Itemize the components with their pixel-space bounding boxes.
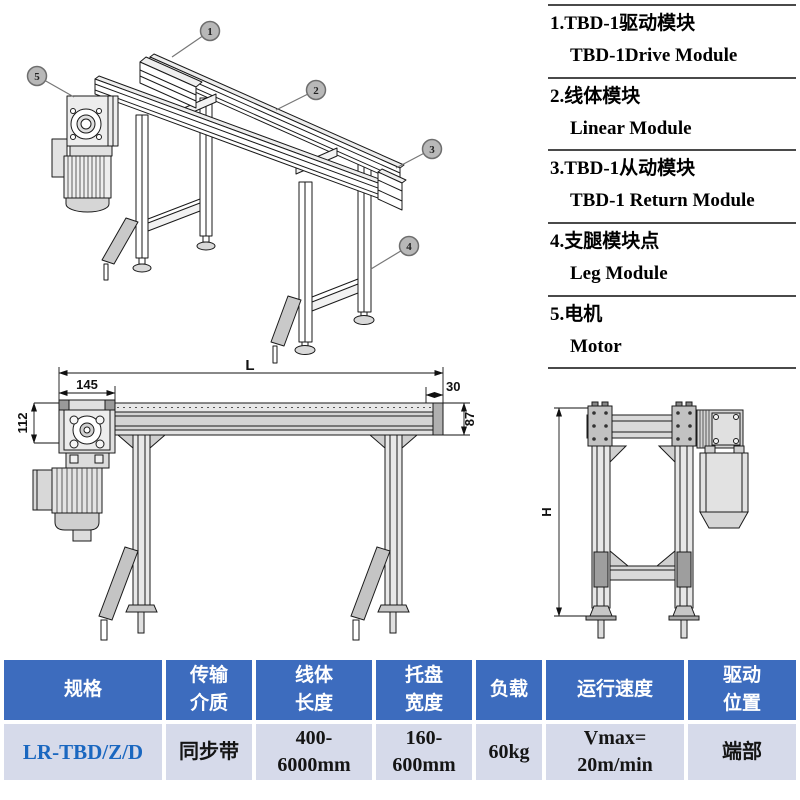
dim-label-112: 112 bbox=[15, 413, 30, 434]
callout-3: 3 bbox=[429, 144, 435, 156]
side-motor bbox=[696, 409, 749, 529]
header-medium: 传输 介质 bbox=[166, 660, 252, 720]
drive-head bbox=[58, 399, 116, 454]
cell-speed: Vmax= 20m/min bbox=[546, 724, 684, 780]
return-module-block bbox=[377, 168, 407, 211]
side-dimensions bbox=[554, 407, 590, 617]
legend-item-2-zh: 2.线体模块 bbox=[550, 85, 641, 107]
spec-header-row: 规格 传输 介质 线体 长度 托盘 宽度 负载 运行速度 驱动 位置 bbox=[4, 660, 796, 720]
side-view-drawing: H bbox=[540, 401, 749, 639]
dim-label-H: H bbox=[540, 507, 554, 516]
dim-label-30: 30 bbox=[446, 379, 460, 394]
front-view-drawing: L 145 112 30 87 bbox=[15, 360, 477, 641]
callout-5: 5 bbox=[34, 71, 40, 83]
cell-load: 60kg bbox=[476, 724, 542, 780]
legend-item-4-en: Leg Module bbox=[570, 262, 668, 284]
cell-spec-model: LR-TBD/Z/D bbox=[4, 724, 162, 780]
side-feet bbox=[585, 605, 700, 639]
legend-item-1: 1.TBD-1驱动模块 TBD-1Drive Module bbox=[548, 6, 796, 79]
header-load: 负载 bbox=[476, 660, 542, 720]
legend-item-2-en: Linear Module bbox=[570, 117, 692, 139]
motor-assembly bbox=[51, 95, 119, 213]
legend-item-3-zh: 3.TBD-1从动模块 bbox=[550, 158, 696, 180]
callout-balloons bbox=[26, 20, 443, 257]
header-drive-position: 驱动 位置 bbox=[688, 660, 796, 720]
cell-medium: 同步带 bbox=[166, 724, 252, 780]
legend-item-5-zh: 5.电机 bbox=[550, 303, 603, 325]
dim-label-145: 145 bbox=[76, 377, 98, 392]
legend-item-5-en: Motor bbox=[570, 335, 622, 357]
header-speed: 运行速度 bbox=[546, 660, 684, 720]
legend-item-1-en: TBD-1Drive Module bbox=[570, 44, 738, 66]
callout-1: 1 bbox=[207, 26, 213, 38]
parts-legend: 1.TBD-1驱动模块 TBD-1Drive Module 2.线体模块 Lin… bbox=[548, 4, 796, 370]
side-legs bbox=[591, 445, 694, 609]
legend-item-3: 3.TBD-1从动模块 TBD-1 Return Module bbox=[548, 151, 796, 225]
header-pallet-width: 托盘 宽度 bbox=[376, 660, 472, 720]
leg-frame-front bbox=[101, 114, 359, 364]
callout-4: 4 bbox=[406, 241, 412, 253]
legend-item-4-zh: 4.支腿模块点 bbox=[550, 231, 660, 253]
side-top-module bbox=[586, 401, 698, 447]
front-legs bbox=[98, 434, 419, 641]
spec-data-row: LR-TBD/Z/D 同步带 400- 6000mm 160- 600mm 60… bbox=[4, 724, 796, 780]
conveyor-beam bbox=[114, 402, 444, 436]
cell-pallet-width: 160- 600mm bbox=[376, 724, 472, 780]
drive-module-block bbox=[139, 56, 203, 109]
legend-item-4: 4.支腿模块点 Leg Module bbox=[548, 224, 796, 297]
legend-item-1-zh: 1.TBD-1驱动模块 bbox=[550, 13, 696, 34]
callout-2: 2 bbox=[313, 85, 319, 97]
dim-label-L: L bbox=[245, 360, 254, 374]
front-rail bbox=[94, 75, 402, 206]
dim-label-87: 87 bbox=[462, 412, 477, 426]
front-dimensions bbox=[31, 367, 470, 444]
header-spec: 规格 bbox=[4, 660, 162, 720]
front-motor bbox=[32, 452, 110, 542]
legend-item-2: 2.线体模块 Linear Module bbox=[548, 79, 796, 152]
legend-item-5: 5.电机 Motor bbox=[548, 297, 796, 370]
cell-drive-position: 端部 bbox=[688, 724, 796, 780]
cell-line-length: 400- 6000mm bbox=[256, 724, 372, 780]
header-line-length: 线体 长度 bbox=[256, 660, 372, 720]
spec-table: 规格 传输 介质 线体 长度 托盘 宽度 负载 运行速度 驱动 位置 LR-TB… bbox=[0, 656, 800, 784]
legend-item-3-en: TBD-1 Return Module bbox=[570, 190, 755, 212]
isometric-conveyor-drawing: 1 2 3 4 5 bbox=[26, 20, 443, 364]
